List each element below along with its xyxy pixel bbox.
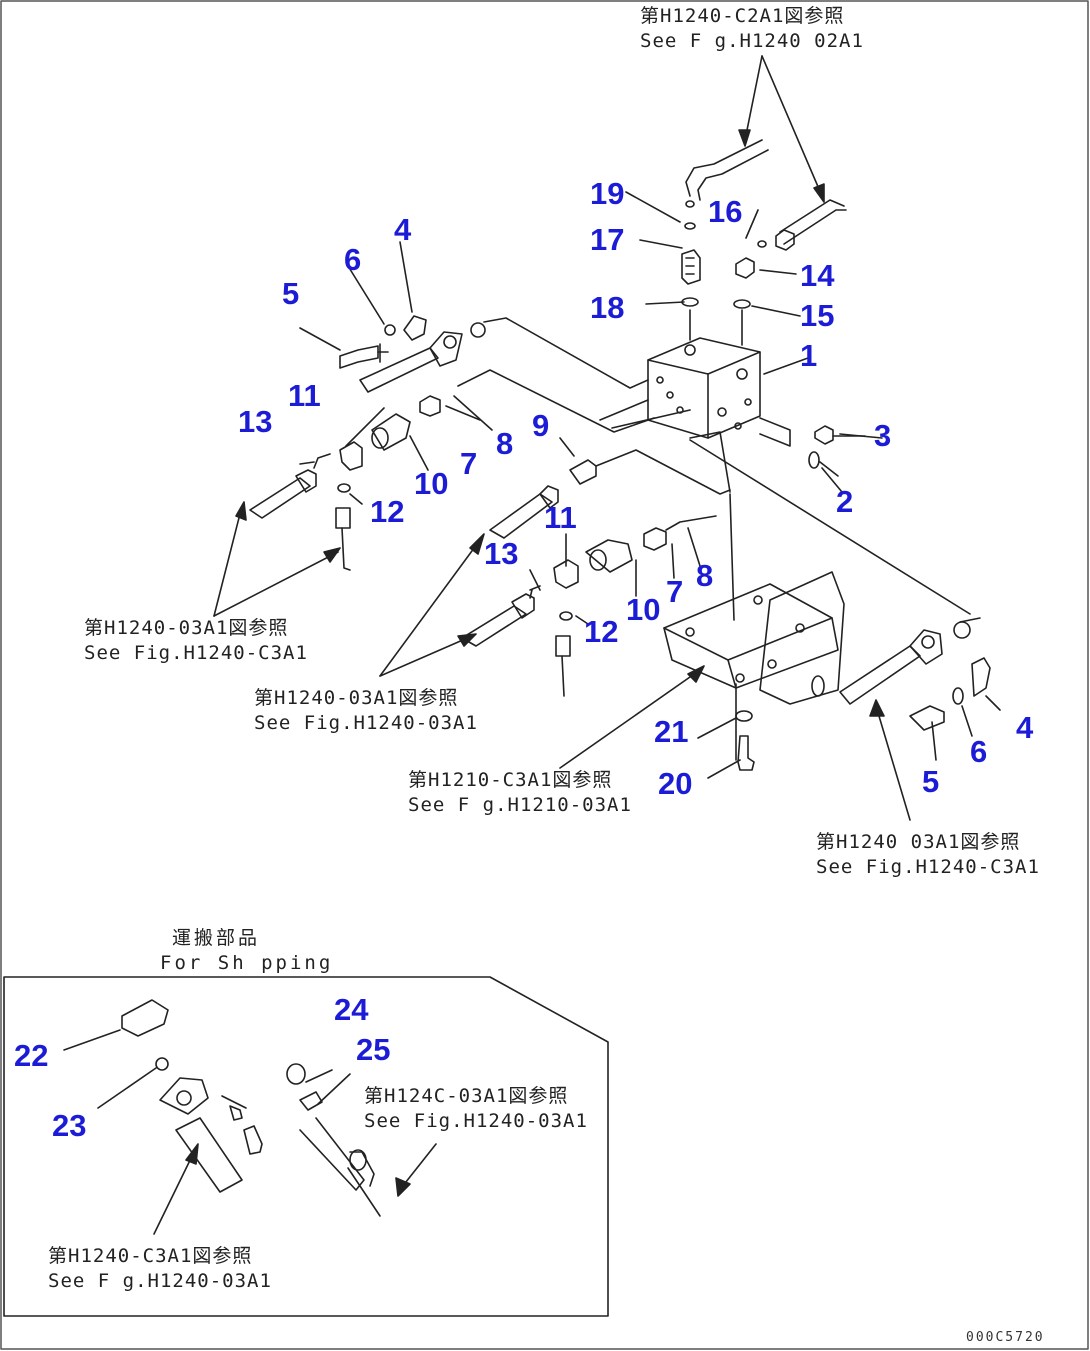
part-label: 22 (14, 1038, 49, 1073)
drawing-code: 000C5720 (966, 1330, 1045, 1345)
part-label: 16 (708, 194, 743, 229)
part-label: 24 (334, 992, 369, 1027)
part-label: 6 (970, 734, 988, 769)
part-label: 11 (288, 378, 321, 413)
part-label: 7 (666, 574, 684, 609)
part-label: 5 (922, 764, 940, 799)
part-label: 5 (282, 276, 300, 311)
part-label: 3 (874, 418, 892, 453)
part-label: 8 (496, 426, 514, 461)
shipping-frame (3, 976, 609, 1317)
part-label: 14 (800, 258, 835, 293)
part-label: 7 (460, 446, 478, 481)
part-label: 8 (696, 558, 714, 593)
part-label: 17 (590, 222, 625, 257)
part-label: 10 (626, 592, 661, 627)
valve-block (599, 337, 791, 447)
part-label: 20 (658, 766, 693, 801)
part-label: 21 (654, 714, 689, 749)
part-label: 10 (414, 466, 449, 501)
part-label: 13 (484, 536, 519, 571)
part-label: 2 (836, 484, 854, 519)
part-label: 23 (52, 1108, 87, 1143)
part-label: 19 (590, 176, 625, 211)
mounting-bracket (663, 439, 971, 761)
part-label: 1 (800, 338, 818, 373)
part-label: 6 (344, 242, 362, 277)
part-label: 15 (800, 298, 835, 333)
part-label: 4 (1016, 710, 1034, 745)
part-label: 11 (544, 500, 577, 535)
part-label: 18 (590, 290, 625, 325)
part-label: 25 (356, 1032, 391, 1067)
part-label: 12 (370, 494, 405, 529)
part-label: 12 (584, 614, 619, 649)
part-label: 13 (238, 404, 273, 439)
part-label: 4 (394, 212, 412, 247)
part-label: 9 (532, 408, 550, 443)
